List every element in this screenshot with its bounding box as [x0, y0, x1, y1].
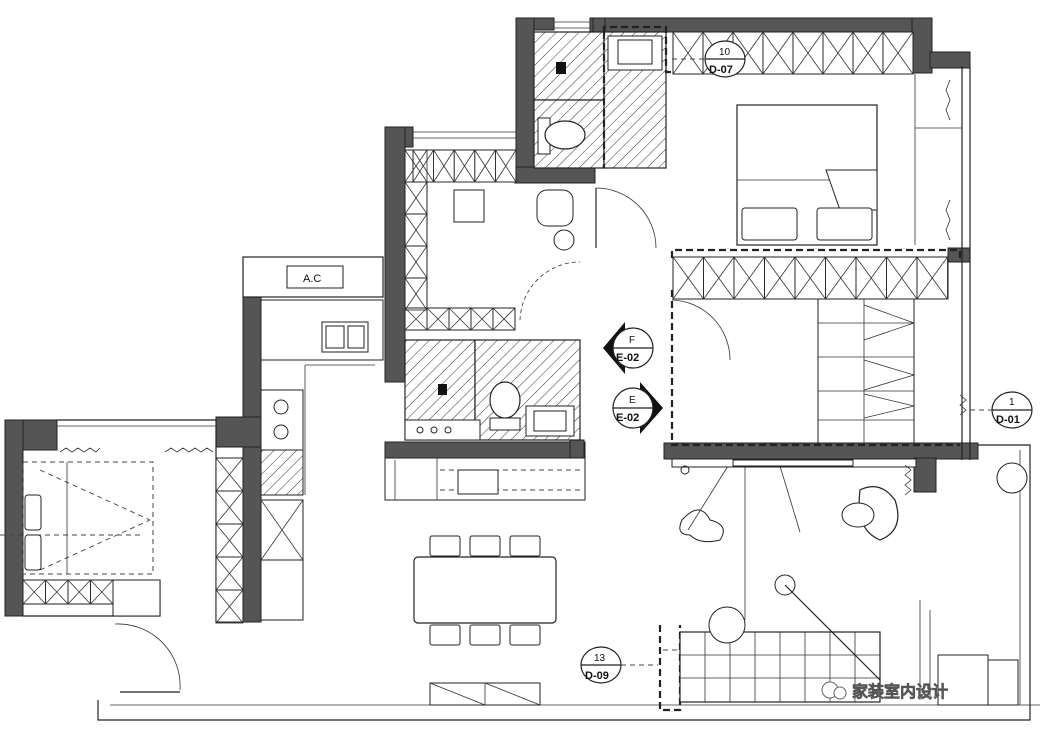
- watermark-text: 家装室内设计: [852, 682, 948, 701]
- tag-d09: 13 D-09: [580, 646, 658, 684]
- walls: [4, 17, 979, 623]
- tag-d01-num: 1: [1009, 397, 1015, 408]
- tag-e02-e-ref: E-02: [616, 412, 639, 424]
- tag-e02-f-ref: E-02: [616, 352, 639, 364]
- closet-shelves: [817, 298, 916, 444]
- tag-e02-f-num: F: [629, 335, 635, 346]
- bathroom-top: [533, 31, 667, 251]
- desk-chair: [453, 189, 485, 223]
- x-cells: [22, 31, 948, 624]
- door-swings: [114, 187, 731, 693]
- vanity-counter: [384, 457, 586, 501]
- tag-d07-ref: D-07: [709, 64, 733, 76]
- tag-d09-ref: D-09: [585, 670, 609, 682]
- dining-table: [413, 535, 557, 646]
- tag-d07: 10 D-07: [672, 40, 746, 78]
- entry-bench: [429, 682, 541, 706]
- kitchen: [260, 299, 384, 621]
- curtains: [59, 79, 967, 496]
- living-room: [671, 458, 1028, 706]
- watermark: 家装室内设计: [821, 681, 948, 701]
- tag-e02-e-num: E: [629, 395, 636, 406]
- ac-label: A.C: [303, 273, 321, 285]
- bathroom-mid: [404, 339, 581, 441]
- tag-e02-e: E E-02: [612, 382, 663, 434]
- tag-d01: 1 D-01: [970, 391, 1033, 429]
- cabinet-far-left: [22, 579, 161, 617]
- master-bedroom: [736, 74, 962, 246]
- toilet-icon: [489, 381, 521, 431]
- tag-e02-f: F E-02: [603, 322, 654, 374]
- tag-d09-num: 13: [594, 653, 606, 664]
- far-left-room: [0, 461, 154, 575]
- tag-d01-ref: D-01: [996, 414, 1020, 426]
- ac-unit: A.C: [286, 265, 344, 289]
- toilet-icon: [537, 117, 586, 155]
- tag-d07-num: 10: [719, 47, 731, 58]
